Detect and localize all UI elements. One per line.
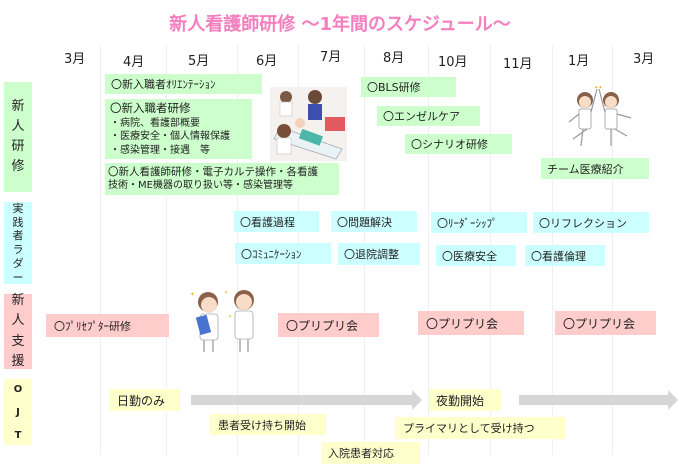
pripuri-meeting-box-2: 〇プリプリ会 <box>418 311 524 335</box>
month-label: 3月 <box>633 52 655 67</box>
category-new-staff-support: 新 人 支 援 <box>4 293 32 369</box>
svg-text:✦: ✦ <box>224 290 228 296</box>
patient-assignment-start-box: 患者受け持ち開始 <box>210 414 326 435</box>
category-practitioner-ladder: 実 践 者 ラ ダ ー <box>4 202 32 284</box>
month-label: 10月 <box>438 55 468 70</box>
svg-text:✦: ✦ <box>190 291 195 298</box>
month-label: 5月 <box>188 54 210 69</box>
month-label: 6月 <box>256 54 278 69</box>
gridline <box>612 45 613 455</box>
ladder-item-reflection: 〇リフレクション <box>533 212 649 233</box>
gridline <box>428 45 429 455</box>
progress-arrow-2 <box>519 390 678 410</box>
night-shift-start-box: 夜勤開始 <box>429 389 501 411</box>
pripuri-meeting-box-1: 〇プリプリ会 <box>278 313 379 337</box>
ladder-item-problem-solving: 〇問題解決 <box>331 211 417 232</box>
ladder-item-communication: 〇ｺﾐｭﾆｹｰｼｮﾝ <box>235 243 331 264</box>
primary-nurse-box: プライマリとして受け持つ <box>395 417 565 439</box>
month-label: 8月 <box>383 51 405 66</box>
month-label: 7月 <box>320 50 342 65</box>
svg-text:✦: ✦ <box>228 314 232 320</box>
page-title: 新人看護師研修 ～1年間のスケジュール～ <box>169 14 511 35</box>
nurses-high-five-illustration: ✦✦ <box>563 84 635 150</box>
new-staff-course-box: 〇新入職者研修 ・病院、看護部概要 ・医療安全・個人情報保護 ・感染管理・接遇 … <box>105 99 252 159</box>
progress-arrow-1 <box>191 390 422 410</box>
bls-box: 〇BLS研修 <box>361 77 456 97</box>
category-new-staff-training: 新 人 研 修 <box>4 82 32 192</box>
pripuri-meeting-box-3: 〇プリプリ会 <box>555 311 656 335</box>
nurses-caring-patient-illustration <box>270 87 347 161</box>
month-label: 1月 <box>568 54 590 69</box>
svg-text:✦✦: ✦✦ <box>594 85 602 91</box>
admission-handling-box: 入院患者対応 <box>322 442 420 464</box>
ladder-item-nursing-ethics: 〇看護倫理 <box>525 245 605 266</box>
team-medicine-box: チーム医療紹介 <box>541 158 649 179</box>
gridline <box>166 45 167 455</box>
ladder-item-nursing-process: 〇看護過程 <box>234 211 319 232</box>
two-nurses-talking-illustration: ✦ ✦ ✦ <box>188 288 266 354</box>
nurse-training-box: 〇新人看護師研修・電子カルテ操作・各看護 技術・ME機器の取り扱い等・感染管理等 <box>105 163 339 195</box>
month-label: 11月 <box>503 57 533 72</box>
gridline <box>100 45 101 455</box>
scenario-training-box: 〇シナリオ研修 <box>405 134 512 154</box>
angel-care-box: 〇エンゼルケア <box>377 106 480 126</box>
month-label: 4月 <box>123 55 145 70</box>
category-ojt: O J T <box>4 379 32 445</box>
month-label: 3月 <box>64 52 86 67</box>
ladder-item-leadership: 〇ﾘｰﾀﾞｰｼｯﾌﾟ <box>431 212 527 233</box>
preceptor-training-box: 〇ﾌﾟﾘｾﾌﾟﾀｰ研修 <box>46 314 169 337</box>
day-shift-only-box: 日勤のみ <box>109 389 180 411</box>
ladder-item-discharge-coordination: 〇退院調整 <box>338 243 420 265</box>
orientation-box: 〇新入職者ｵﾘｴﾝﾃｰｼｮﾝ <box>105 74 262 94</box>
ladder-item-medical-safety: 〇医療安全 <box>436 245 516 266</box>
